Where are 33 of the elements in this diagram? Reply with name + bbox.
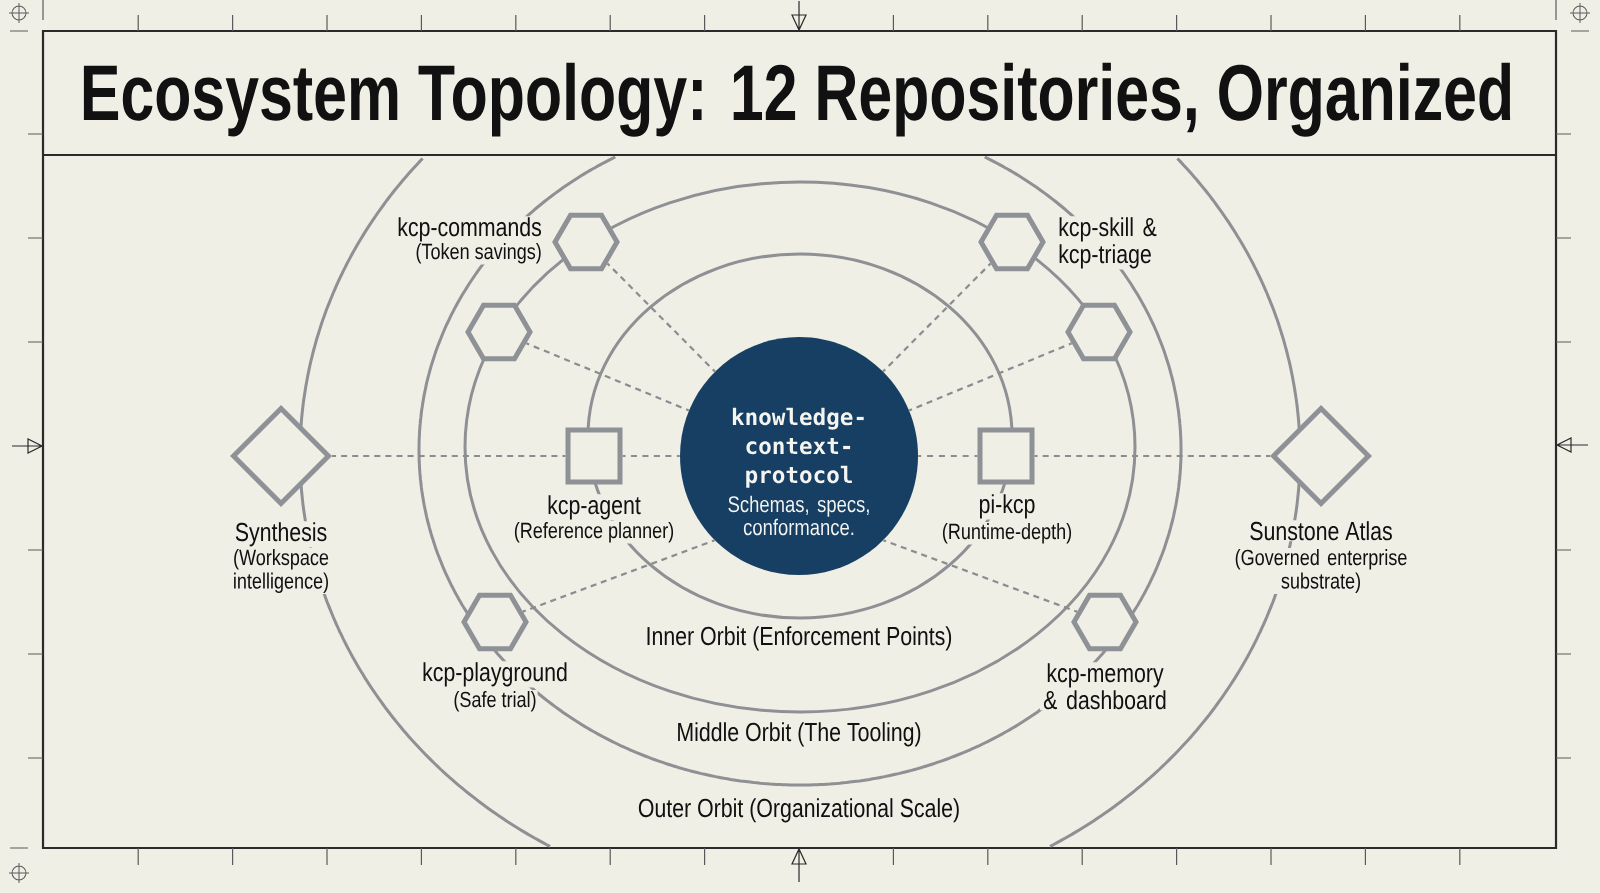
diamond-node: Sunstone Atlas (Governed enterprise substrate) <box>1226 405 1416 595</box>
node-label: Synthesis <box>235 522 327 547</box>
connector-line <box>332 454 566 458</box>
orbit-label: Middle Orbit (The Tooling) <box>675 721 923 748</box>
node-caption: (Safe trial) <box>452 690 538 713</box>
node-label: kcp-playground <box>421 661 569 688</box>
connector-line <box>522 539 716 613</box>
diamond-node: Synthesis (Workspace intelligence) <box>228 405 334 595</box>
node-label: kcp-agent <box>546 494 642 521</box>
connector-line <box>1034 454 1270 458</box>
connector-line <box>908 342 1073 412</box>
connector-line <box>606 262 716 373</box>
node-caption: (Token savings) <box>414 242 543 265</box>
node-label: kcp-commands <box>396 216 543 243</box>
node-label: kcp-memory & dashboard <box>1040 662 1170 711</box>
node-label: Sunstone Atlas <box>1250 521 1392 541</box>
node-caption: (Runtime-depth) <box>940 522 1074 545</box>
node-label: pi-kcp <box>977 493 1037 520</box>
orbit-label: Inner Orbit (Enforcement Points) <box>644 625 954 652</box>
hexagon-node <box>1065 302 1133 362</box>
hexagon-node <box>465 302 533 362</box>
node-label: (Governed enterprise substrate) <box>1235 549 1407 594</box>
connector-line <box>622 454 680 458</box>
circle-node: knowledge-context-protocol Schemas, specs, conformance. <box>680 337 918 575</box>
connector-line <box>882 539 1078 613</box>
orbit-label: Outer Orbit (Organizational Scale) <box>636 797 962 824</box>
connector-line <box>882 262 992 373</box>
node-caption: (Reference planner) <box>512 521 676 544</box>
node-label: (Workspace intelligence) <box>234 549 329 594</box>
title: Ecosystem Topology: 12 Repositories, Organized <box>83 62 1511 137</box>
node-label: kcp-skill & kcp-triage <box>1057 216 1164 270</box>
connector-line <box>918 454 978 458</box>
connector-line <box>525 342 690 412</box>
